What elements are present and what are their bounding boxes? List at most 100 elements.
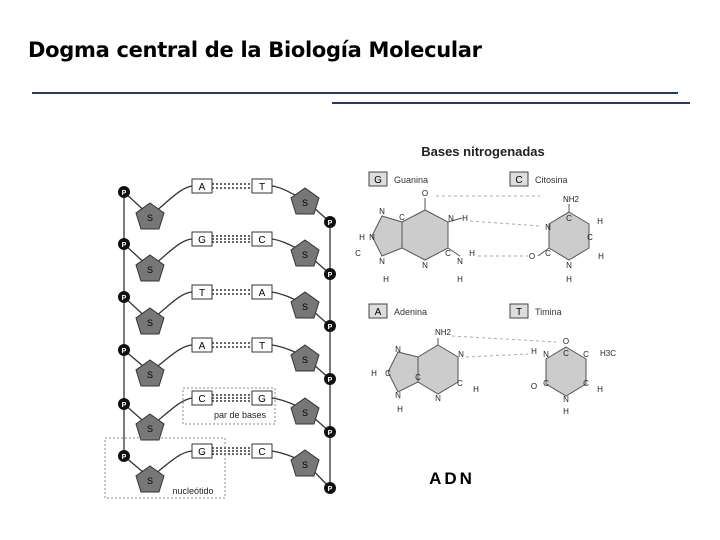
bases-legend-boxes bbox=[368, 171, 529, 319]
atom-label: H bbox=[563, 407, 569, 416]
atom-label: NH2 bbox=[435, 328, 452, 337]
base-letter: C bbox=[258, 447, 265, 458]
phosphate-label: P bbox=[122, 295, 127, 302]
legend-letter: G bbox=[374, 175, 382, 186]
base-name-timina: Timina bbox=[535, 307, 562, 317]
at-hbonds bbox=[451, 335, 557, 358]
adenine-structure bbox=[387, 338, 459, 395]
sugar-label: S bbox=[147, 213, 153, 223]
base-name-guanina: Guanina bbox=[394, 175, 428, 185]
atom-label: H bbox=[462, 214, 468, 223]
atom-label: H bbox=[371, 369, 377, 378]
sugar-label: S bbox=[147, 318, 153, 328]
atom-label: H bbox=[597, 217, 603, 226]
sugar-label: S bbox=[302, 302, 308, 312]
phosphate-label: P bbox=[328, 377, 333, 384]
slide-title: Dogma central de la Biología Molecular bbox=[28, 38, 482, 62]
base-letter: A bbox=[259, 288, 266, 299]
sugar-label: S bbox=[302, 250, 308, 260]
nucleotide-highlight bbox=[104, 437, 226, 499]
atom-label: C bbox=[445, 249, 451, 258]
title-rule-top bbox=[32, 92, 678, 94]
atom-label: C bbox=[587, 233, 593, 242]
base-letter: T bbox=[199, 288, 205, 299]
atom-label: C bbox=[543, 379, 549, 388]
atom-label: C bbox=[566, 214, 572, 223]
atom-label: H bbox=[597, 385, 603, 394]
phosphate-label: P bbox=[328, 430, 333, 437]
atom-label: N bbox=[563, 395, 569, 404]
atom-label: N bbox=[448, 214, 454, 223]
base-letter: A bbox=[199, 182, 206, 193]
right-phosphates bbox=[324, 216, 336, 494]
atom-label: N bbox=[395, 391, 401, 400]
sugar-label: S bbox=[147, 370, 153, 380]
dna-caption: ADN bbox=[429, 469, 475, 488]
atom-label: O bbox=[422, 189, 428, 198]
atom-label: N bbox=[458, 350, 464, 359]
right-sugars bbox=[290, 187, 320, 477]
base-letter: G bbox=[198, 447, 206, 458]
bases-title: Bases nitrogenadas bbox=[421, 144, 545, 159]
atom-label: N bbox=[395, 345, 401, 354]
left-sugars bbox=[135, 202, 165, 493]
phosphate-label: P bbox=[122, 454, 127, 461]
atom-label: C bbox=[457, 379, 463, 388]
base-letter: G bbox=[198, 235, 206, 246]
atom-label: C bbox=[563, 349, 569, 358]
sugar-label: S bbox=[302, 408, 308, 418]
legend-letter: T bbox=[516, 307, 522, 318]
atom-label: O bbox=[529, 252, 535, 261]
atom-label: N bbox=[566, 261, 572, 270]
atom-label: N bbox=[435, 394, 441, 403]
left-phosphates bbox=[118, 186, 130, 462]
base-pair-label: par de bases bbox=[214, 410, 267, 420]
atom-label: C bbox=[415, 373, 421, 382]
atom-label: H bbox=[383, 275, 389, 284]
atom-label: H bbox=[397, 405, 403, 414]
phosphate-label: P bbox=[328, 486, 333, 493]
atom-label: C bbox=[583, 379, 589, 388]
base-letter: C bbox=[198, 394, 205, 405]
gc-hbonds bbox=[436, 195, 541, 257]
sugar-label: S bbox=[147, 424, 153, 434]
atom-label: H bbox=[473, 385, 479, 394]
right-backbone bbox=[271, 185, 331, 489]
sugar-label: S bbox=[302, 460, 308, 470]
atom-label: N bbox=[379, 257, 385, 266]
thymine-structure bbox=[545, 346, 587, 397]
base-name-adenina: Adenina bbox=[394, 307, 427, 317]
atom-label: N bbox=[543, 350, 549, 359]
phosphate-label: P bbox=[122, 190, 127, 197]
nucleotide-label: nucleótido bbox=[172, 486, 213, 496]
atom-label: H bbox=[598, 252, 604, 261]
hydrogen-bonds bbox=[212, 183, 252, 455]
atom-label: H bbox=[566, 275, 572, 284]
atom-label: H bbox=[469, 249, 475, 258]
sugar-label: S bbox=[302, 355, 308, 365]
base-letter: A bbox=[199, 341, 206, 352]
sugar-label: S bbox=[302, 198, 308, 208]
guanine-structure bbox=[371, 198, 463, 261]
atom-label: N bbox=[369, 233, 375, 242]
atom-label: C bbox=[385, 369, 391, 378]
atom-label: C bbox=[399, 213, 405, 222]
base-name-citosina: Citosina bbox=[535, 175, 568, 185]
base-boxes bbox=[191, 178, 273, 459]
atom-label: N bbox=[422, 261, 428, 270]
atom-label: H3C bbox=[600, 349, 616, 358]
sugar-label: S bbox=[147, 476, 153, 486]
base-letter: G bbox=[258, 394, 266, 405]
atom-label: C bbox=[355, 249, 361, 258]
phosphate-label: P bbox=[328, 272, 333, 279]
phosphate-label: P bbox=[122, 402, 127, 409]
phosphate-label: P bbox=[328, 324, 333, 331]
cytosine-structure bbox=[537, 204, 590, 261]
atom-label: H bbox=[359, 233, 365, 242]
phosphate-label: P bbox=[122, 348, 127, 355]
phosphate-label: P bbox=[328, 220, 333, 227]
left-backbone bbox=[123, 185, 193, 479]
base-letter: C bbox=[258, 235, 265, 246]
legend-letter: A bbox=[375, 307, 382, 318]
